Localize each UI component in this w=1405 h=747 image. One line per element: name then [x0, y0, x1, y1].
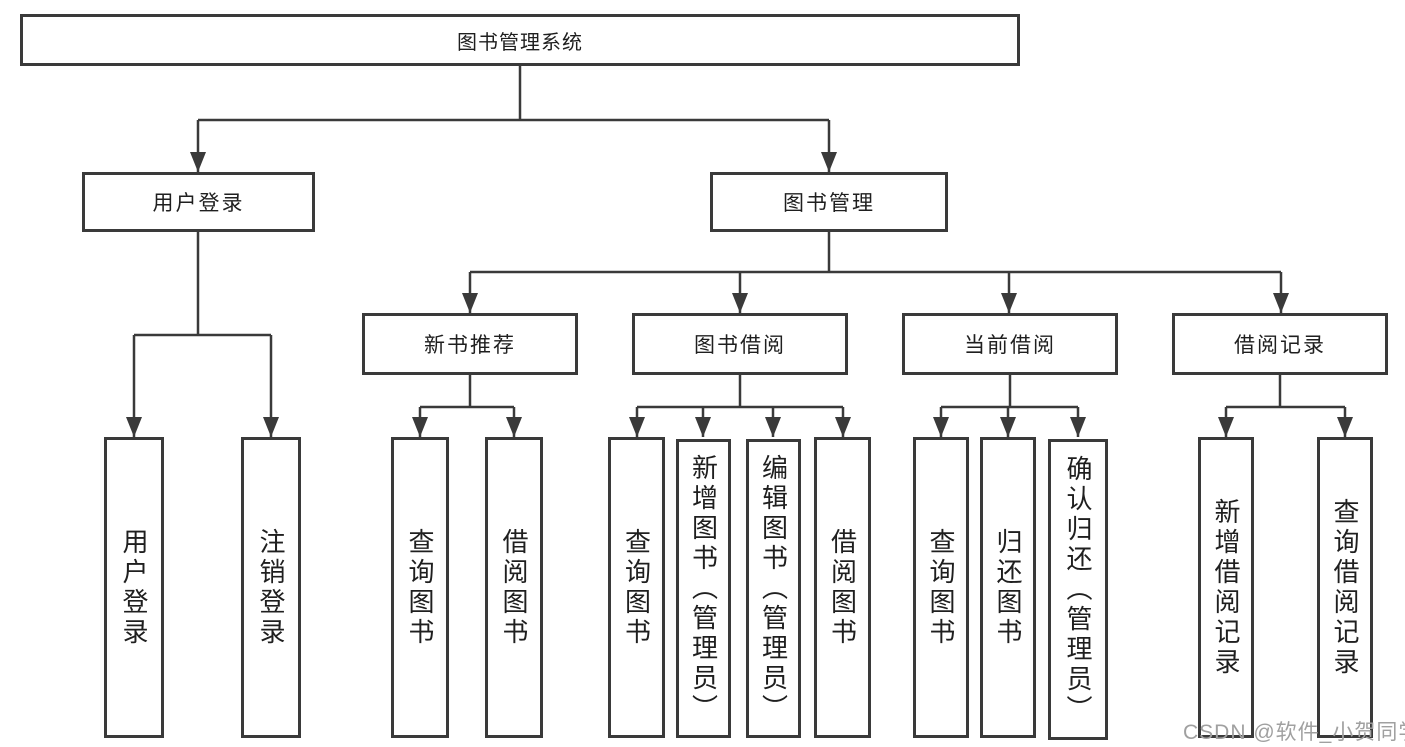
node-leaf-bb-add-book-label: 新增图书（管理员）: [688, 453, 719, 724]
node-current-borrow: 当前借阅: [902, 313, 1118, 375]
connector-book-management-children: [462, 232, 1289, 313]
node-leaf-br-query-record-label: 查询借阅记录: [1330, 497, 1360, 678]
node-leaf-br-query-record: 查询借阅记录: [1317, 437, 1373, 738]
node-leaf-bb-borrow-book-label: 借阅图书: [827, 527, 858, 648]
watermark: CSDN @软件_小贺同学: [1183, 721, 1405, 744]
node-new-book-recommend-label: 新书推荐: [424, 334, 516, 357]
node-leaf-logout-label: 注销登录: [256, 527, 286, 648]
connector-book-borrow-children: [629, 375, 851, 437]
node-leaf-bb-edit-book: 编辑图书（管理员）: [746, 439, 801, 738]
node-leaf-rec-query-book-label: 查询图书: [405, 527, 435, 648]
node-leaf-rec-borrow-book-label: 借阅图书: [499, 527, 529, 648]
node-leaf-rec-borrow-book: 借阅图书: [485, 437, 543, 738]
node-leaf-bb-query-book: 查询图书: [608, 437, 665, 738]
connector-user-login-children: [126, 232, 279, 437]
node-book-borrow-label: 图书借阅: [694, 334, 786, 357]
node-leaf-cb-confirm-return: 确认归还（管理员）: [1048, 439, 1108, 740]
connector-new-book-recommend-children: [412, 375, 522, 437]
node-leaf-cb-query-book-label: 查询图书: [926, 527, 956, 648]
node-leaf-cb-confirm-return-label: 确认归还（管理员）: [1063, 454, 1093, 725]
node-leaf-cb-return-book-label: 归还图书: [993, 527, 1023, 648]
node-book-management-label: 图书管理: [783, 192, 875, 215]
node-user-login: 用户登录: [82, 172, 315, 232]
node-borrow-record-label: 借阅记录: [1234, 334, 1326, 357]
node-leaf-br-add-record: 新增借阅记录: [1198, 437, 1254, 738]
connector-borrow-record-children: [1218, 375, 1353, 437]
node-user-login-label: 用户登录: [152, 192, 245, 215]
node-leaf-br-add-record-label: 新增借阅记录: [1211, 497, 1241, 678]
node-leaf-bb-query-book-label: 查询图书: [621, 527, 652, 648]
connector-root-to-level2: [190, 66, 837, 172]
node-leaf-bb-borrow-book: 借阅图书: [814, 437, 871, 738]
node-leaf-rec-query-book: 查询图书: [391, 437, 449, 738]
node-borrow-record: 借阅记录: [1172, 313, 1388, 375]
node-book-management: 图书管理: [710, 172, 948, 232]
connector-current-borrow-children: [933, 375, 1086, 437]
node-leaf-user-login: 用户登录: [104, 437, 164, 738]
node-root-label: 图书管理系统: [457, 31, 583, 54]
node-new-book-recommend: 新书推荐: [362, 313, 578, 375]
node-current-borrow-label: 当前借阅: [964, 334, 1056, 357]
node-leaf-bb-edit-book-label: 编辑图书（管理员）: [758, 453, 789, 724]
node-root: 图书管理系统: [20, 14, 1020, 66]
node-leaf-cb-return-book: 归还图书: [980, 437, 1036, 738]
node-leaf-user-login-label: 用户登录: [119, 527, 149, 648]
node-book-borrow: 图书借阅: [632, 313, 848, 375]
node-leaf-bb-add-book: 新增图书（管理员）: [676, 439, 731, 738]
node-leaf-cb-query-book: 查询图书: [913, 437, 969, 738]
node-leaf-logout: 注销登录: [241, 437, 301, 738]
